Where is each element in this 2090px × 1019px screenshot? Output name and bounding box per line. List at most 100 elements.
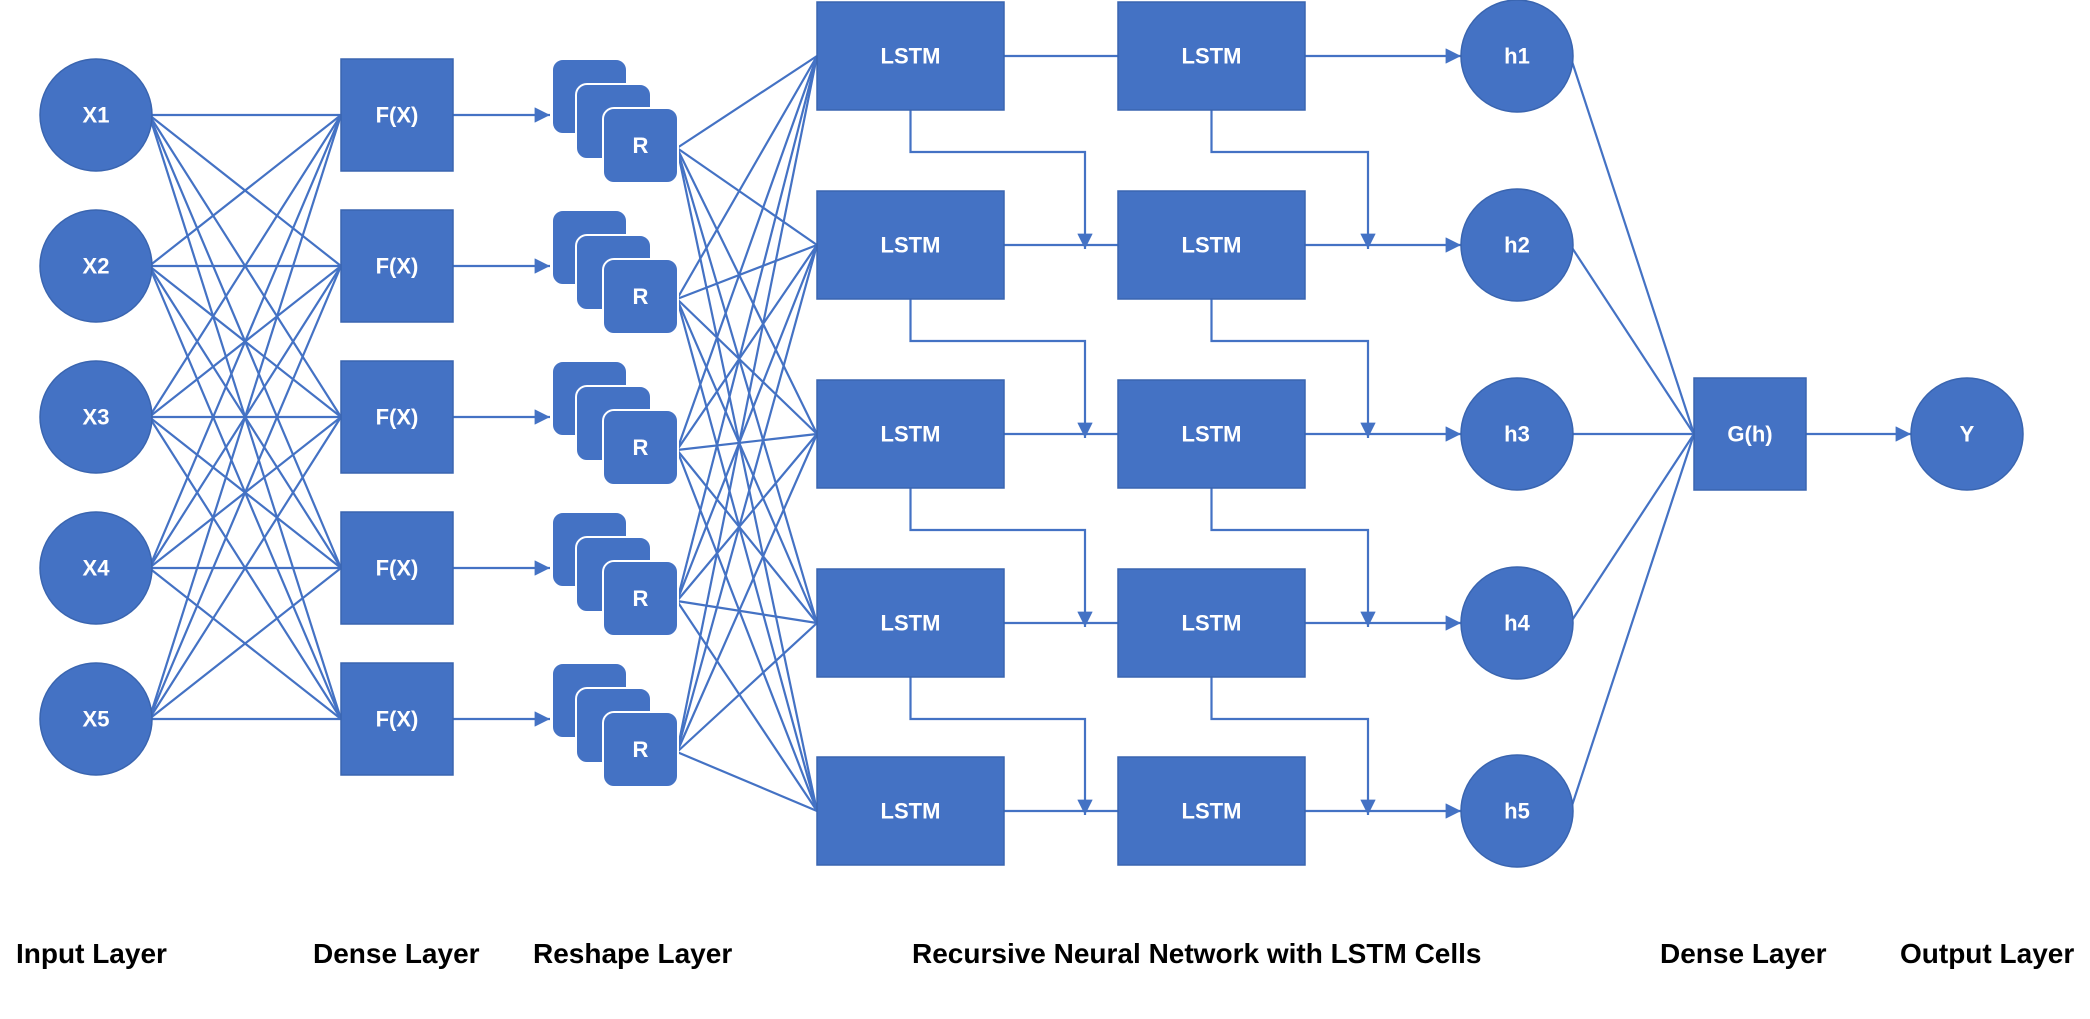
dense-node-2 (340, 209, 454, 323)
lstm-cell-2-4 (1117, 568, 1306, 678)
layer-labels: Input Layer Dense Layer Reshape Layer Re… (16, 938, 2074, 969)
lstm-cell-2-5 (1117, 756, 1306, 866)
output-layer-title: Output Layer (1900, 938, 2074, 969)
output-node-label: Y (1960, 422, 1975, 447)
lstm-cell-label-2-4: LSTM (1182, 611, 1242, 636)
input-dense-edge-5-4 (148, 567, 342, 720)
reshape-lstm-edge-4-2 (675, 244, 819, 602)
reshape-lstm-edge-3-4 (676, 449, 818, 624)
lstm-cell-label-1-3: LSTM (881, 422, 941, 447)
input-node-3 (39, 360, 153, 474)
input-node-2 (39, 209, 153, 323)
hidden-node-label-4: h4 (1504, 611, 1530, 636)
input-dense-edge-5-2 (148, 265, 343, 720)
recurrent-arrow-col1-1 (909, 110, 1093, 249)
reshape-card-3-3 (602, 409, 679, 486)
reshape-lstm-edge-3-3 (676, 432, 818, 452)
lstm-cell-2-1 (1117, 1, 1306, 111)
input-dense-edge-5-3 (148, 416, 342, 720)
input-dense-edge-3-1 (148, 114, 342, 418)
dense-node-4 (340, 511, 454, 625)
hidden-node-5 (1460, 754, 1574, 868)
connection-lines (148, 48, 1911, 819)
dense-node-label-1: F(X) (376, 103, 419, 128)
input-node-label-3: X3 (83, 405, 110, 430)
input-node-1 (39, 58, 153, 172)
lstm-cell-1-3 (816, 379, 1005, 489)
dense-node-label-2: F(X) (376, 254, 419, 279)
input-node-label-5: X5 (83, 707, 110, 732)
reshape-lstm-edge-1-3 (676, 147, 818, 435)
recurrent-arrow-col1-4 (909, 677, 1093, 815)
reshape-card-1-3 (602, 107, 679, 184)
reshape-lstm-edge-2-4 (675, 298, 819, 624)
input-layer-title: Input Layer (16, 938, 167, 969)
dense2-node (1693, 377, 1807, 491)
dense-node-3 (340, 360, 454, 474)
reshape-card-2-3 (602, 258, 679, 335)
reshape-lstm-edge-1-1 (676, 55, 818, 149)
dense-layer-2-title: Dense Layer (1660, 938, 1827, 969)
reshape-lstm-edge-4-3 (676, 433, 818, 602)
reshape-lstm-edge-4-1 (675, 55, 819, 602)
reshape-lstm-edge-2-2 (676, 243, 818, 301)
rnn-layer-title: Recursive Neural Network with LSTM Cells (912, 938, 1482, 969)
reshape-lstm-edge-5-1 (675, 55, 819, 753)
dense-node-1 (340, 58, 454, 172)
input-dense-edge-4-1 (148, 114, 343, 569)
reshape-lstm-edge-3-1 (675, 55, 819, 451)
lstm-cell-2-2 (1117, 190, 1306, 300)
lstm-cell-label-2-2: LSTM (1182, 233, 1242, 258)
reshape-layer-title: Reshape Layer (533, 938, 732, 969)
reshape-lstm-edge-5-3 (675, 433, 819, 753)
h-g-edge-4 (1569, 433, 1695, 624)
reshape-lstm-edge-5-5 (676, 750, 818, 813)
reshape-node-label-3: R (633, 435, 649, 460)
hidden-node-label-2: h2 (1504, 233, 1530, 258)
dense2-node-label: G(h) (1727, 422, 1772, 447)
reshape-lstm-edge-2-3 (676, 298, 818, 435)
input-node-label-1: X1 (83, 103, 110, 128)
reshape-lstm-edge-4-4 (676, 599, 818, 625)
reshape-lstm-edge-5-2 (675, 244, 819, 753)
output-node (1910, 377, 2024, 491)
reshape-node-label-4: R (633, 586, 649, 611)
reshape-node-label-5: R (633, 737, 649, 762)
hidden-node-2 (1460, 188, 1574, 302)
lstm-cell-label-2-1: LSTM (1182, 44, 1242, 69)
hidden-node-4 (1460, 566, 1574, 680)
hidden-node-3 (1460, 377, 1574, 491)
reshape-lstm-edge-1-2 (676, 147, 818, 246)
recurrent-arrow-col1-3 (909, 488, 1093, 627)
recurrent-arrow-col1-2 (909, 299, 1093, 438)
lstm-cell-1-1 (816, 1, 1005, 111)
reshape-lstm-edge-5-4 (676, 622, 818, 753)
reshape-card-4-3 (602, 560, 679, 637)
lstm-cell-label-2-3: LSTM (1182, 422, 1242, 447)
lstm-cell-label-1-1: LSTM (881, 44, 941, 69)
reshape-lstm-edge-2-1 (676, 55, 818, 300)
reshape-node-label-2: R (633, 284, 649, 309)
reshape-lstm-edge-3-2 (676, 244, 818, 451)
reshape-card-5-3 (602, 711, 679, 788)
input-node-5 (39, 662, 153, 776)
recurrent-arrow-col2-3 (1210, 488, 1376, 627)
lstm-cell-1-2 (816, 190, 1005, 300)
input-node-4 (39, 511, 153, 625)
dense-node-label-5: F(X) (376, 707, 419, 732)
dense-node-label-4: F(X) (376, 556, 419, 581)
h-g-edge-1 (1569, 55, 1696, 435)
lstm-cell-label-1-2: LSTM (881, 233, 941, 258)
reshape-lstm-edge-3-5 (675, 449, 819, 812)
dense-layer-title: Dense Layer (313, 938, 480, 969)
dense-node-label-3: F(X) (376, 405, 419, 430)
input-dense-edge-2-1 (148, 114, 342, 267)
input-node-label-2: X2 (83, 254, 110, 279)
reshape-node-label-1: R (633, 133, 649, 158)
input-node-label-4: X4 (83, 556, 111, 581)
recurrent-arrow-col2-1 (1210, 110, 1376, 249)
lstm-cell-2-3 (1117, 379, 1306, 489)
lstm-cell-1-5 (816, 756, 1005, 866)
